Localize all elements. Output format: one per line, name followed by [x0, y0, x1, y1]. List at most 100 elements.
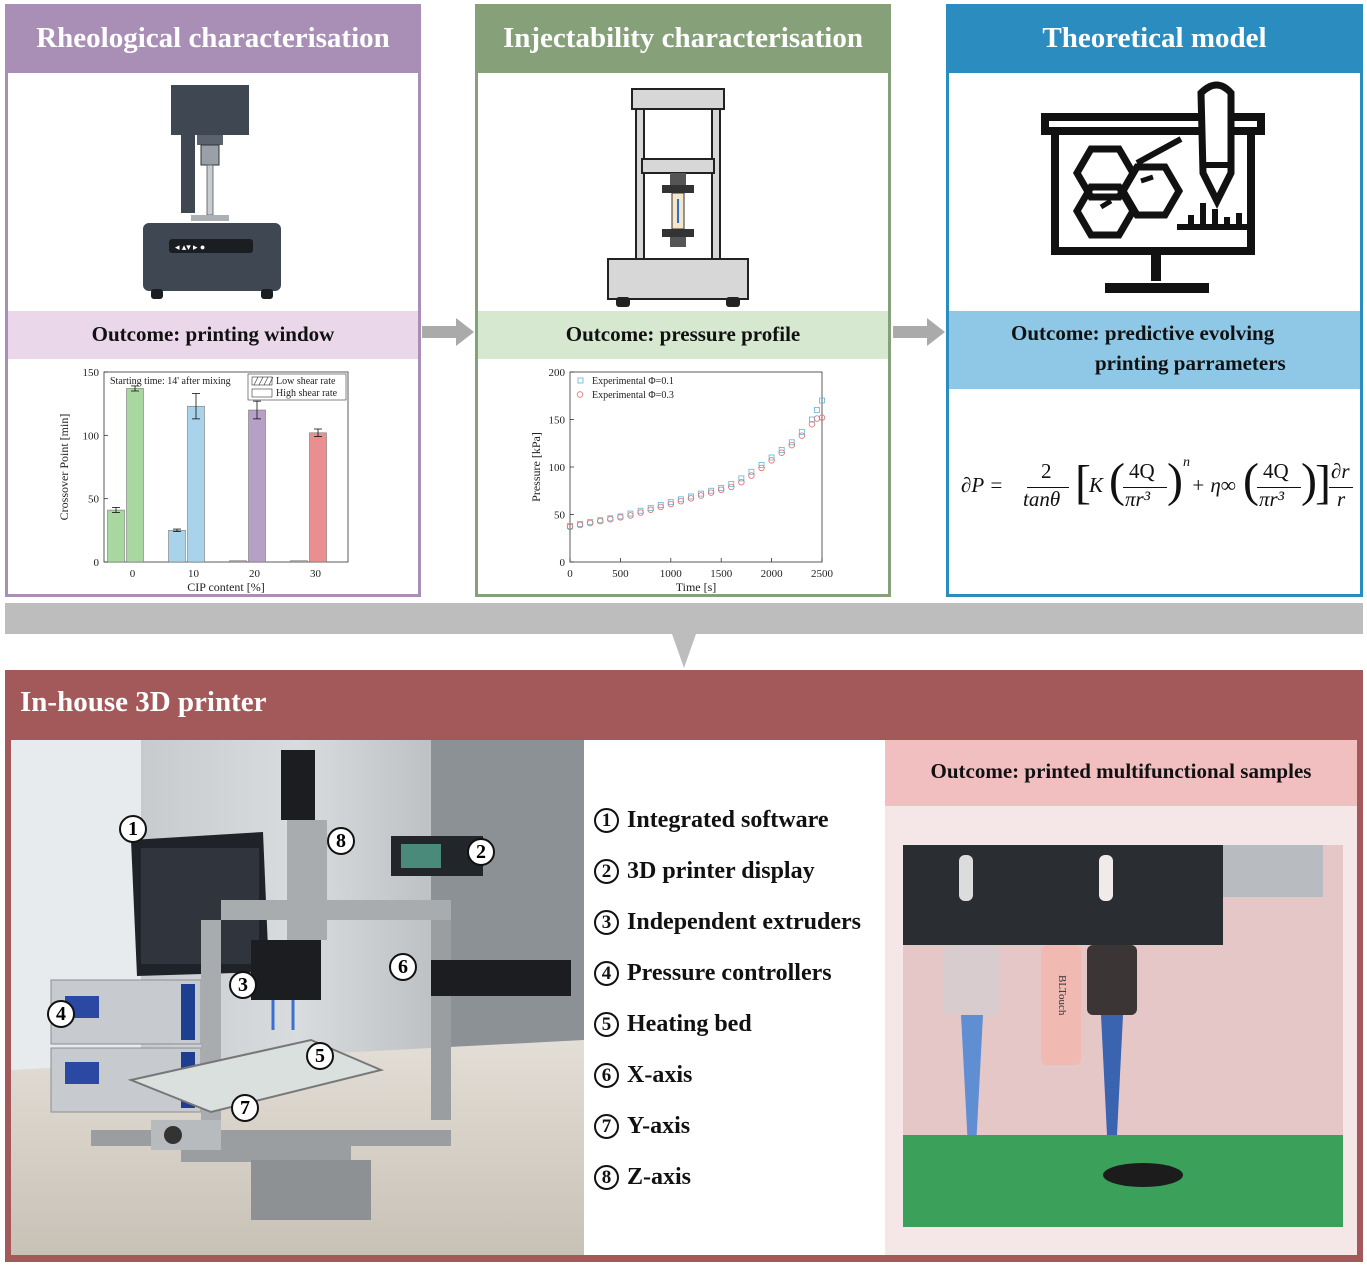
data-point	[728, 481, 735, 487]
bar	[107, 509, 125, 563]
legend-label: Low shear rate	[276, 376, 336, 387]
y-tick-label: 0	[560, 557, 566, 569]
component-label: Pressure controllers	[627, 960, 832, 986]
data-point	[677, 497, 685, 505]
printer-photo: 1 2 3 4 5 6 7 8	[11, 740, 584, 1255]
bar	[187, 405, 205, 563]
data-point	[748, 468, 755, 475]
legend-hatch	[253, 376, 259, 386]
eq-frac3-num: 4Q	[1263, 459, 1289, 483]
data-point	[647, 506, 654, 513]
data-point	[808, 421, 816, 428]
component-number: 3	[594, 910, 619, 935]
eq-lhs: ∂P =	[961, 473, 1004, 497]
theory-outcome: Outcome: predictive evolving printing pa…	[949, 311, 1360, 389]
legend-marker	[576, 391, 584, 398]
x-tick-label: 20	[249, 568, 261, 580]
data-point	[798, 428, 805, 435]
data-point	[768, 457, 775, 464]
data-point	[728, 483, 735, 491]
legend-marker	[577, 377, 584, 384]
y-tick-label: 200	[549, 367, 566, 379]
data-point	[788, 441, 795, 449]
bar	[248, 409, 266, 563]
bar	[168, 530, 186, 563]
component-number: 5	[594, 1012, 619, 1037]
components-legend-bg	[584, 740, 885, 1255]
plot-frame	[103, 371, 349, 563]
data-point	[748, 472, 755, 479]
data-point	[738, 475, 745, 482]
inject-title: Injectability characterisation	[478, 7, 888, 73]
component-label: Integrated software	[627, 807, 829, 833]
injection-tester-icon	[607, 88, 749, 307]
x-tick-label: 30	[310, 568, 322, 580]
eq-exp-n: n	[1183, 455, 1190, 470]
component-label: 3D printer display	[627, 858, 815, 884]
component-number: 4	[594, 961, 619, 986]
theory-outcome-line1: Outcome: predictive evolving	[1011, 321, 1275, 345]
data-point	[758, 462, 765, 468]
y-tick-label: 150	[83, 367, 100, 379]
arrow-right-icon	[422, 318, 474, 346]
data-point	[758, 464, 765, 472]
theory-outcome-line2: printing parrameters	[1095, 351, 1286, 375]
flow-connector-bar	[5, 603, 1363, 634]
component-item: 2 3D printer display	[594, 846, 884, 897]
x-tick-label: 0	[130, 568, 136, 580]
photo-badge-4: 4	[47, 1000, 75, 1028]
monitor-model-icon	[1041, 81, 1265, 293]
component-number: 2	[594, 859, 619, 884]
data-point	[814, 407, 820, 413]
bltouch-label: BLTouch	[1056, 975, 1068, 1016]
eq-frac2-num: 4Q	[1129, 459, 1155, 483]
data-point	[813, 415, 821, 422]
rheo-panel: Rheological characterisation ◂ ▴▾ ▸ ● Ou…	[5, 4, 421, 597]
x-tick-label: 2000	[761, 568, 784, 580]
bar	[290, 560, 308, 563]
constitutive-equation: ∂P = 2 tanθ [ K ( 4Q πr³ ) n + η∞ ( 4Q π…	[959, 454, 1354, 519]
arrow-right-icon	[893, 318, 945, 346]
x-tick-label: 1000	[660, 568, 683, 580]
component-label: X-axis	[627, 1062, 693, 1088]
bar	[229, 560, 247, 563]
chart-annotation: Starting time: 14' after mixing	[110, 376, 231, 387]
components-list: 1 Integrated software 2 3D printer displ…	[594, 795, 884, 1203]
component-item: 3 Independent extruders	[594, 897, 884, 948]
arrow-down-icon	[672, 634, 696, 668]
component-label: Heating bed	[627, 1011, 752, 1037]
y-tick-label: 50	[88, 494, 100, 506]
y-tick-label: 150	[549, 415, 566, 427]
legend-label: Experimental Φ=0.3	[592, 390, 674, 401]
eq-plus-eta: + η∞	[1191, 473, 1236, 497]
data-point	[818, 414, 826, 421]
eq-frac1-den: tanθ	[1023, 487, 1061, 511]
data-point	[627, 512, 634, 519]
photo-badge-1: 1	[119, 815, 147, 843]
data-point	[607, 516, 614, 523]
component-item: 4 Pressure controllers	[594, 948, 884, 999]
samples-outcome: Outcome: printed multifunctional samples	[885, 740, 1357, 806]
printer-panel: In-house 3D printer	[5, 670, 1363, 1262]
eq-frac3-den: πr³	[1259, 487, 1284, 511]
component-item: 5 Heating bed	[594, 999, 884, 1050]
theory-title: Theoretical model	[949, 7, 1360, 73]
component-number: 1	[594, 808, 619, 833]
component-item: 8 Z-axis	[594, 1152, 884, 1203]
data-point	[707, 489, 715, 496]
component-item: 6 X-axis	[594, 1050, 884, 1101]
x-axis-label: CIP content [%]	[187, 580, 265, 594]
legend-label: High shear rate	[276, 388, 338, 399]
legend-swatch-hatched	[251, 376, 273, 386]
x-axis-label: Time [s]	[676, 580, 717, 594]
legend-label: Experimental Φ=0.1	[592, 376, 674, 387]
legend-hatch	[268, 376, 274, 386]
photo-badge-5: 5	[306, 1042, 334, 1070]
component-label: Independent extruders	[627, 909, 862, 935]
data-point	[597, 517, 604, 525]
data-point	[687, 495, 695, 502]
photo-badge-7: 7	[231, 1094, 259, 1122]
samples-area: Outcome: printed multifunctional samples…	[885, 740, 1357, 1255]
